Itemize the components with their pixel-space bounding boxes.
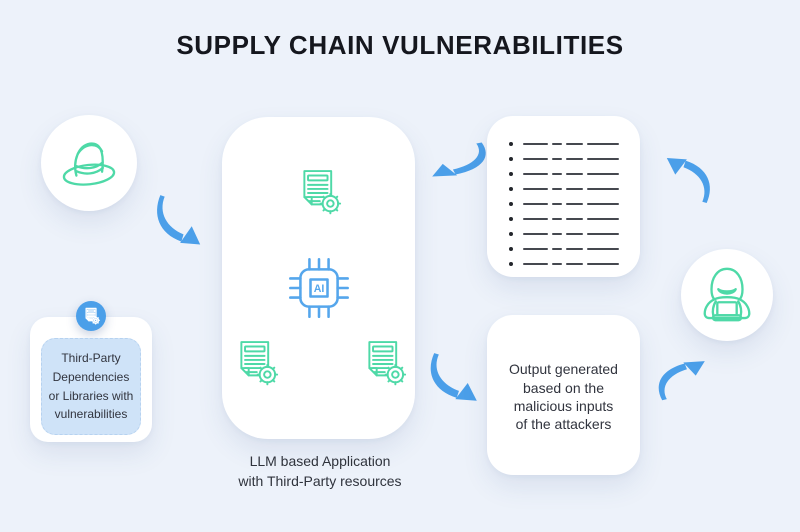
list-line-row: [509, 247, 624, 251]
redacted-text-line: [566, 262, 583, 266]
bullet-dot: [509, 157, 513, 161]
redacted-text-line: [587, 232, 619, 236]
list-line-row: [509, 202, 624, 206]
bullet-dot: [509, 262, 513, 266]
bullet-dot: [509, 172, 513, 176]
redacted-text-line: [587, 262, 619, 266]
redacted-text-line: [566, 157, 583, 161]
redacted-text-line: [587, 187, 619, 191]
bullet-dot: [509, 247, 513, 251]
redacted-text-line: [587, 247, 619, 251]
redacted-text-line: [523, 232, 548, 236]
hacker-hoodie-icon: [696, 264, 758, 326]
output-card: Output generated based on the malicious …: [487, 315, 640, 475]
arrow-app-to-output-icon: [421, 351, 483, 407]
redacted-text-line: [523, 202, 548, 206]
redacted-text-line: [566, 232, 583, 236]
redacted-text-line: [566, 202, 583, 206]
third-party-badge: [76, 301, 106, 331]
redacted-text-line: [552, 202, 562, 206]
arrow-attacker-to-list-icon: [661, 152, 719, 205]
third-party-text-line: vulnerabilities: [54, 407, 128, 422]
redacted-text-line: [552, 247, 562, 251]
arrow-output-to-attacker-icon: [649, 356, 711, 402]
redacted-text-line: [523, 217, 548, 221]
third-party-text-panel: Third-Party Dependencies or Libraries wi…: [41, 338, 141, 435]
fedora-hat-icon: [58, 132, 120, 194]
redacted-text-line: [523, 247, 548, 251]
output-text-line: Output generated: [509, 361, 618, 378]
redacted-text-line: [566, 217, 583, 221]
list-line-row: [509, 172, 624, 176]
attacker-node: [681, 249, 773, 341]
list-line-row: [509, 157, 624, 161]
redacted-text-line: [552, 142, 562, 146]
list-line-row: [509, 217, 624, 221]
third-party-card: Third-Party Dependencies or Libraries wi…: [30, 301, 152, 442]
list-line-row: [509, 187, 624, 191]
redacted-text-line: [552, 217, 562, 221]
document-gear-icon: [230, 338, 282, 390]
page-title: SUPPLY CHAIN VULNERABILITIES: [176, 30, 624, 60]
redacted-text-line: [523, 187, 548, 191]
list-line-row: [509, 232, 624, 236]
bullet-dot: [509, 202, 513, 206]
llm-app-caption: LLM based Application with Third-Party r…: [208, 451, 432, 492]
bullet-dot: [509, 232, 513, 236]
redacted-text-line: [566, 187, 583, 191]
redacted-text-line: [552, 172, 562, 176]
redacted-text-line: [552, 232, 562, 236]
bullet-dot: [509, 142, 513, 146]
redacted-text-line: [566, 142, 583, 146]
redacted-text-line: [587, 172, 619, 176]
bullet-dot: [509, 217, 513, 221]
redacted-text-line: [552, 157, 562, 161]
third-party-text-line: or Libraries with: [48, 388, 134, 403]
redacted-text-line: [587, 142, 619, 146]
third-party-text-line: Third-Party: [61, 351, 121, 366]
redacted-text-line: [552, 187, 562, 191]
white-hat-node: [41, 115, 137, 211]
list-line-row: [509, 142, 624, 146]
llm-app-box: [222, 117, 415, 439]
redacted-text-line: [587, 157, 619, 161]
prompt-list-card: [487, 116, 640, 277]
output-text-line: of the attackers: [515, 416, 612, 433]
list-line-row: [509, 262, 624, 266]
redacted-text-line: [552, 262, 562, 266]
third-party-text-line: Dependencies: [52, 369, 130, 384]
redacted-text-line: [566, 247, 583, 251]
bullet-dot: [509, 187, 513, 191]
document-gear-icon: [82, 307, 101, 326]
arrow-hat-to-app-icon: [148, 193, 206, 251]
output-text-line: based on the: [523, 379, 604, 396]
ai-chip-icon: [285, 254, 353, 322]
redacted-text-line: [523, 142, 548, 146]
redacted-text-line: [587, 202, 619, 206]
redacted-text-line: [523, 157, 548, 161]
prompt-list-lines: [509, 142, 624, 266]
output-text-line: malicious inputs: [513, 398, 614, 414]
redacted-text-line: [523, 262, 548, 266]
redacted-text-line: [587, 217, 619, 221]
redacted-text-line: [566, 172, 583, 176]
llm-app-caption-line: LLM based Application: [249, 453, 391, 469]
llm-app-caption-line: with Third-Party resources: [238, 473, 402, 490]
document-gear-icon: [293, 167, 345, 219]
redacted-text-line: [523, 172, 548, 176]
document-gear-icon: [358, 338, 410, 390]
